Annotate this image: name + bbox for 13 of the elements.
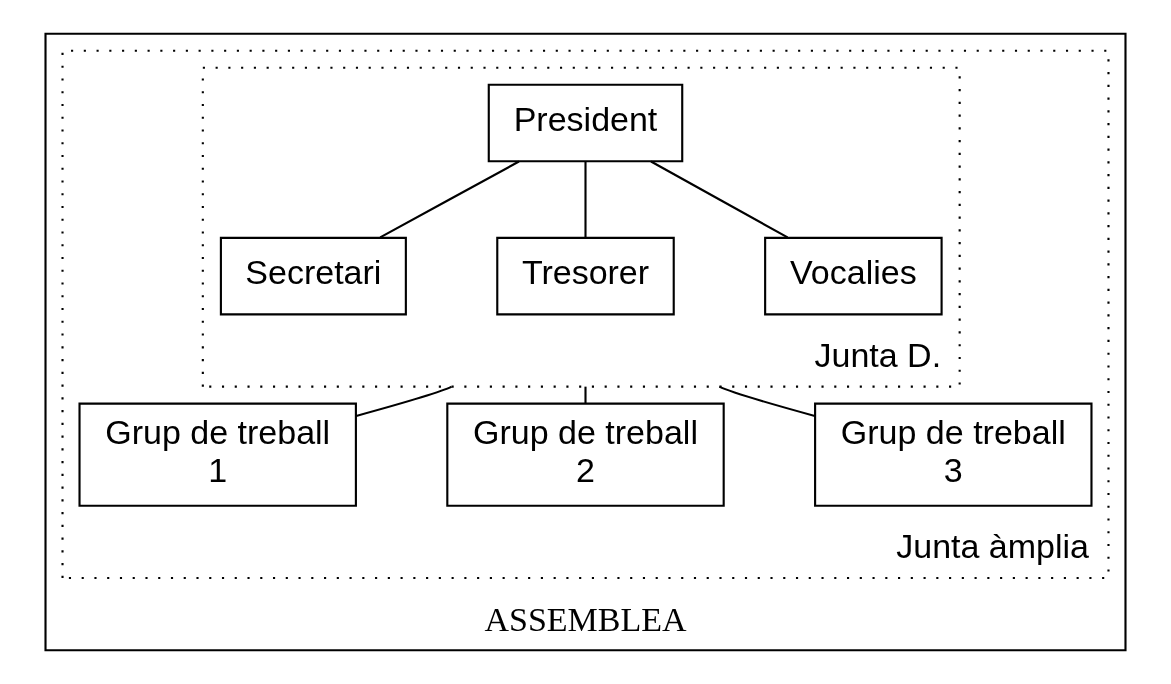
node-box: Secretari xyxy=(219,236,407,316)
node-box: Grup de treball 2 xyxy=(446,402,725,507)
node-box: Grup de treball 3 xyxy=(814,402,1093,507)
node-box: Tresorer xyxy=(496,236,675,316)
connector xyxy=(584,386,587,404)
connector xyxy=(379,160,520,239)
connector xyxy=(355,385,452,417)
node-box: Vocalies xyxy=(764,236,943,316)
node-box: President xyxy=(487,83,684,163)
connector xyxy=(719,385,816,417)
node-box: Grup de treball 1 xyxy=(78,402,357,507)
connector xyxy=(650,160,789,239)
connector xyxy=(584,161,587,238)
